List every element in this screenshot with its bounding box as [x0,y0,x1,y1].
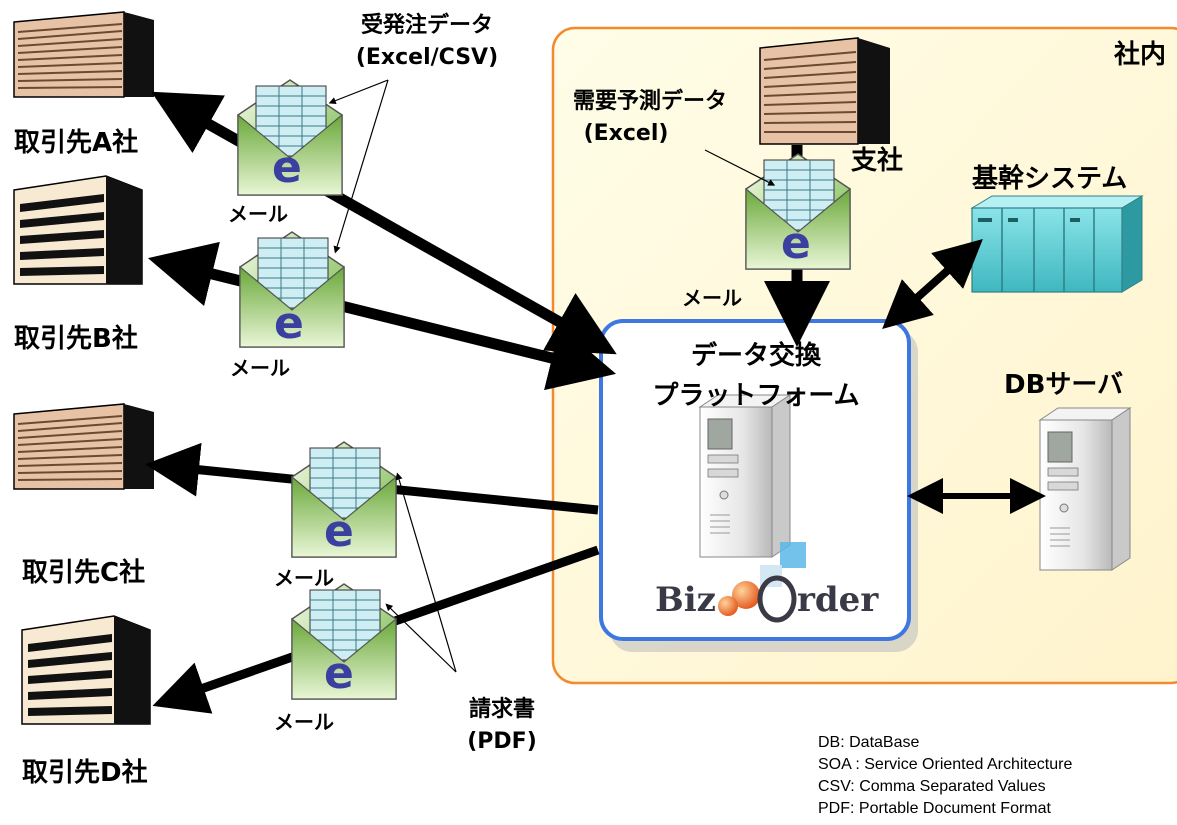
invoice-label: 請求書 (PDF) [452,694,552,758]
legend-line: PDF: Portable Document Format [818,800,1051,817]
legend-line: SOA : Service Oriented Architecture [818,756,1073,773]
svg-text:Biz: Biz [655,580,716,620]
partner-d-building-icon [21,615,151,725]
mail-e-c: e [324,506,354,557]
order-data-label: 受発注データ (Excel/CSV) [334,10,520,74]
mail-label-a: メール [228,202,288,226]
pointer-order-b [333,79,389,254]
order-data-title: 受発注データ [360,13,493,38]
abbreviation-legend: DB: DataBase SOA : Service Oriented Arch… [818,732,1072,820]
svg-text:rder: rder [797,580,879,620]
pointer-order-a [328,79,389,105]
platform-label-line1: データ交換 [690,341,821,371]
mail-label-b: メール [230,356,290,380]
core-system-icon [970,195,1144,293]
invoice-format: (PDF) [467,729,537,754]
partner-c-building-icon [13,403,155,490]
legend-line: DB: DataBase [818,734,920,751]
mail-label-c: メール [274,566,334,590]
mail-label-d: メール [274,710,334,734]
pointer-forecast [704,149,776,186]
forecast-label: 需要予測データ (Excel) [560,86,740,150]
forecast-title: 需要予測データ [572,89,727,114]
mail-label-branch: メール [682,286,742,310]
core-system-label: 基幹システム [972,164,1128,194]
order-data-format: (Excel/CSV) [355,45,499,70]
platform-label: データ交換 プラットフォーム [611,336,901,416]
partner-b-building-icon [13,175,143,285]
mail-e-d: e [324,648,354,699]
branch-label: 支社 [851,146,904,176]
partner-d-label: 取引先D社 [22,758,148,788]
db-server-label: DBサーバ [1004,370,1124,400]
platform-label-line2: プラットフォーム [652,381,860,411]
internal-label: 社内 [1114,40,1167,70]
legend-line: CSV: Comma Separated Values [818,778,1046,795]
partner-c-label: 取引先C社 [22,558,146,588]
partner-a-building-icon [13,11,155,98]
invoice-title: 請求書 [468,697,535,722]
partner-b-label: 取引先B社 [14,324,138,354]
db-server-icon [1039,407,1131,571]
mail-e-a: e [272,142,302,193]
pointer-invoice-d [385,603,457,673]
arrow-platform-core [882,239,983,329]
pointer-invoice-c [395,472,457,673]
mail-e-branch: e [781,218,811,269]
mail-e-b: e [274,298,304,349]
forecast-format: (Excel) [583,121,669,146]
partner-a-label: 取引先A社 [14,128,139,158]
platform-server-icon [699,394,791,558]
bizorder-logo: Biz rder [655,542,879,623]
branch-building-icon [759,37,890,145]
